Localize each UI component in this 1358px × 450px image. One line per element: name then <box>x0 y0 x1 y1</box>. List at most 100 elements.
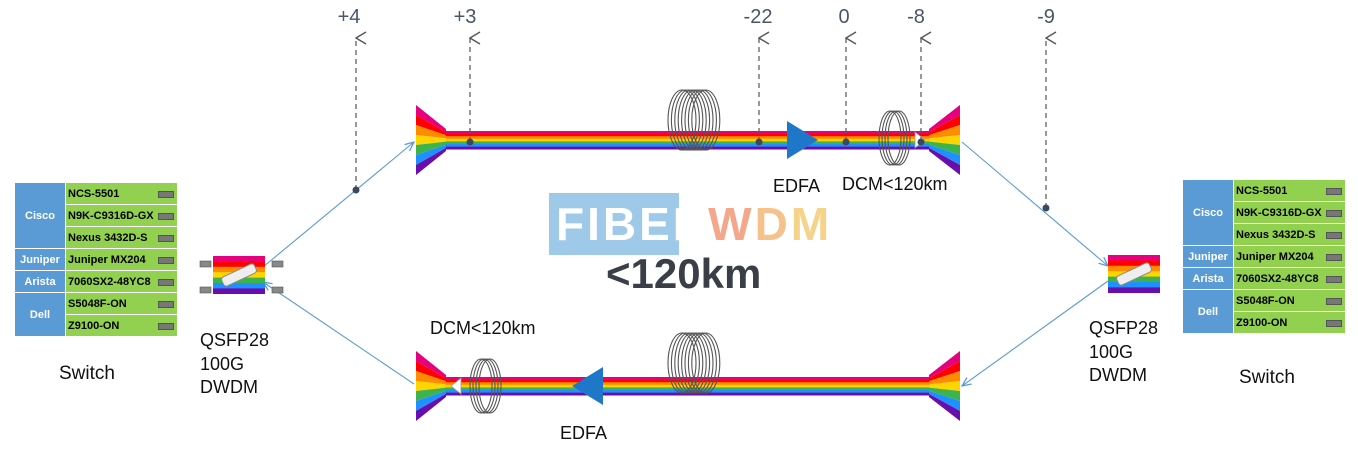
model-cell: N9K-C9316D-GX <box>1233 201 1346 224</box>
model-name: 7060SX2-48YC8 <box>1236 272 1319 285</box>
demux-right-top <box>929 105 960 175</box>
vendor-cell: Juniper <box>14 248 66 271</box>
model-cell: S5048F-ON <box>1233 289 1346 312</box>
model-name: Z9100-ON <box>68 319 120 332</box>
power-level-5: -8 <box>907 6 925 28</box>
mux-stripe <box>416 125 446 139</box>
model-name: N9K-C9316D-GX <box>1236 206 1322 219</box>
power-level-4: 0 <box>838 6 850 28</box>
mux-stripe <box>416 371 446 385</box>
left-module-line-2: 100G <box>200 354 245 374</box>
fiber-spool-bottom <box>684 332 714 394</box>
model-cell: Z9100-ON <box>65 314 178 337</box>
switch-device-icon <box>1326 276 1342 283</box>
qsfp28-transceiver-left <box>213 256 265 294</box>
vendor-cell: Cisco <box>14 182 66 249</box>
mux-stripe <box>929 371 960 385</box>
model-cell: Juniper MX204 <box>65 248 178 271</box>
vendor-cell: Arista <box>1182 267 1234 290</box>
vendor-cell: Dell <box>14 292 66 337</box>
model-name: 7060SX2-48YC8 <box>68 275 151 288</box>
right-module-line-1: QSFP28 <box>1089 318 1159 338</box>
link-arrow-right-up <box>962 280 1109 386</box>
model-cell: N9K-C9316D-GX <box>65 204 178 227</box>
left-switch-caption: Switch <box>59 363 115 384</box>
dcm-coil-bottom <box>475 358 499 414</box>
dcm-coil-top <box>884 110 908 166</box>
right-module-line-3: DWDM <box>1089 365 1147 385</box>
fiber-spool-top <box>674 89 704 151</box>
mux-stripe <box>416 135 446 145</box>
switch-device-icon <box>1326 254 1342 261</box>
fiber-connector-icon <box>199 286 212 294</box>
switch-row: Nexus 3432D-S <box>15 226 178 249</box>
mux-stripe <box>416 115 446 136</box>
switch-row: Z9100-ON <box>1183 311 1346 334</box>
demux-left-bottom <box>416 351 446 421</box>
mux-stripe <box>929 393 960 421</box>
dcm-coil-top <box>881 110 905 166</box>
fiber-spool-bottom <box>667 332 697 394</box>
mux-stripe <box>416 105 446 133</box>
switch-device-icon <box>1326 320 1342 327</box>
right-switch-caption: Switch <box>1239 367 1295 388</box>
link-arrow-left-up <box>262 142 414 268</box>
dcm-coil-bottom <box>469 358 493 414</box>
model-cell: Juniper MX204 <box>1233 245 1346 268</box>
fiber-band-top <box>445 141 930 145</box>
mux-stripe <box>929 361 960 382</box>
fiber-spool-bottom <box>691 332 721 394</box>
model-name: N9K-C9316D-GX <box>68 209 154 222</box>
vendor-cell: Dell <box>1182 289 1234 334</box>
edfa-label-top: EDFA <box>773 176 821 196</box>
qsfp-body <box>1116 262 1152 286</box>
mux-stripe <box>416 361 446 382</box>
fiber-connector-icon <box>199 260 212 268</box>
fiber-band-bottom <box>445 384 930 388</box>
power-probe-dot <box>842 138 850 146</box>
model-cell: NCS-5501 <box>65 182 178 205</box>
dcm-coil-bottom <box>478 358 502 414</box>
mux-stripe <box>929 115 960 136</box>
qsfp-stripe <box>1108 282 1160 288</box>
model-cell: Nexus 3432D-S <box>1233 223 1346 246</box>
qsfp-stripe <box>213 288 265 294</box>
mux-stripe <box>929 387 960 401</box>
fiber-spool-bottom <box>687 332 717 394</box>
dcm-coil-top <box>878 110 902 166</box>
switch-device-icon <box>158 279 174 286</box>
power-level-3: -22 <box>743 6 773 28</box>
model-cell: Nexus 3432D-S <box>65 226 178 249</box>
fiber-spool-top <box>687 89 717 151</box>
switch-device-icon <box>1326 188 1342 195</box>
qsfp-stripe <box>213 261 265 267</box>
model-name: Nexus 3432D-S <box>1236 228 1316 241</box>
left-module-line-3: DWDM <box>200 377 258 397</box>
power-probe-dot <box>755 138 763 146</box>
dcm-arrow-bottom <box>450 377 462 395</box>
logo-background <box>549 193 679 255</box>
switch-row: N9K-C9316D-GX <box>1183 201 1346 224</box>
model-name: S5048F-ON <box>68 297 127 310</box>
mux-stripe <box>929 381 960 391</box>
mux-stripe <box>416 390 446 411</box>
fiber-spool-bottom <box>677 332 707 394</box>
qsfp-stripe <box>1108 260 1160 266</box>
mux-stripe <box>929 135 960 145</box>
switch-row: N9K-C9316D-GX <box>15 204 178 227</box>
fiber-connector-icon <box>271 260 284 268</box>
fiber-band-bottom <box>445 387 930 391</box>
switch-device-icon <box>158 323 174 330</box>
mux-stripe <box>416 147 446 175</box>
fiber-spool-top <box>691 89 721 151</box>
switch-device-icon <box>1326 232 1342 239</box>
switch-device-icon <box>158 301 174 308</box>
mux-stripe <box>416 393 446 421</box>
model-name: S5048F-ON <box>1236 294 1295 307</box>
vendor-cell: Juniper <box>1182 245 1234 268</box>
